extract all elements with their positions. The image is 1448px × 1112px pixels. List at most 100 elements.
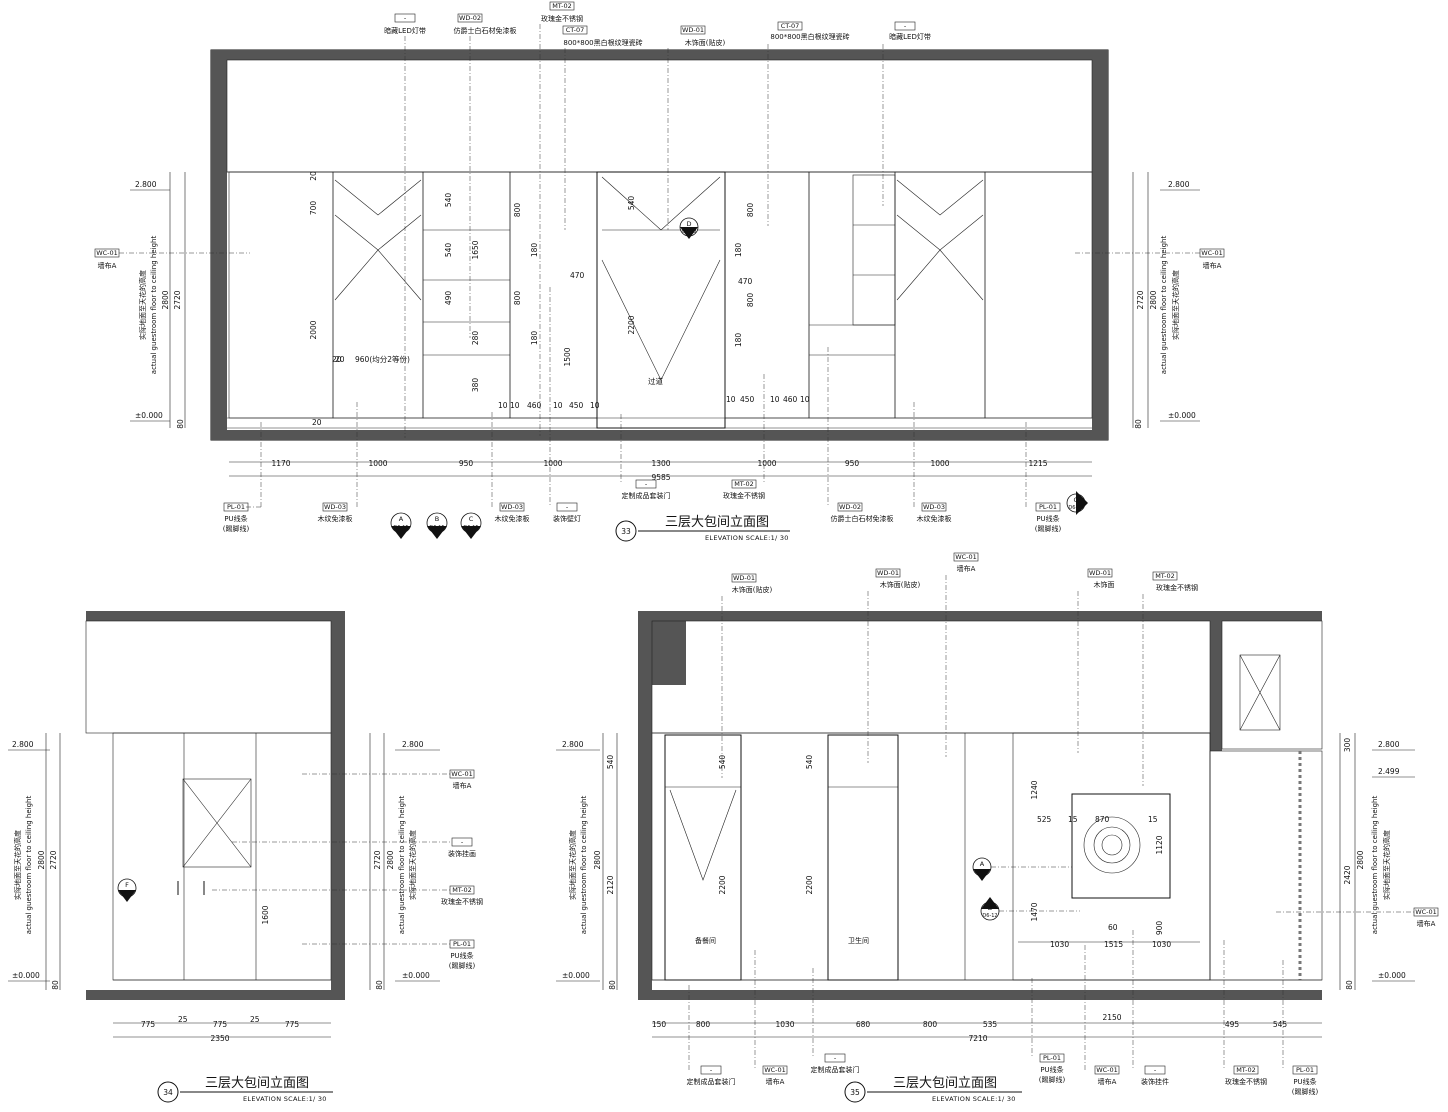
- section-ref: D6-12: [974, 869, 989, 875]
- inner-dim: 540: [444, 193, 453, 208]
- inner-dim: 1240: [1030, 780, 1039, 799]
- section-ref: D6-11: [119, 890, 134, 896]
- height-note-en: actual guestroom floor to ceiling height: [398, 796, 406, 935]
- section-letter: B: [988, 904, 992, 912]
- dim-right: 2800: [1149, 290, 1158, 309]
- callout-code: -: [566, 503, 569, 511]
- inner-dim: 870: [1095, 815, 1110, 824]
- inner-dim: 490: [444, 291, 453, 306]
- inner-dim: 1470: [1030, 902, 1039, 921]
- callout-code: MT-02: [1236, 1066, 1256, 1074]
- drawing-title: 三层大包间立面图: [893, 1076, 997, 1091]
- drawing-number: 34: [163, 1088, 173, 1097]
- inner-dim: 20: [332, 355, 342, 364]
- callout-code: WD-03: [324, 503, 346, 511]
- callout-text: (踢脚线): [1292, 1087, 1319, 1096]
- dim-bottom: 545: [1273, 1020, 1288, 1029]
- height-note-cn: 实际地面至天花的高度: [13, 830, 22, 900]
- e35-bottom-dims: 150 800 1030 680 800 535 2150 495 545 72…: [652, 1013, 1322, 1043]
- callout-text: 墙布A: [957, 564, 976, 573]
- e33-shelf-unit-right: [808, 171, 896, 419]
- inner-dim: 10: [553, 401, 563, 410]
- callout-code: WC-01: [1096, 1066, 1118, 1074]
- e35-ceiling-window: [1221, 620, 1323, 750]
- inner-dim: 15: [1148, 815, 1158, 824]
- callout-code: WD-03: [501, 503, 523, 511]
- callout-code: WC-01: [955, 553, 977, 561]
- elevation-35: 2.800 ±0.000 2.800 2.499 ±0.000 540 2120…: [556, 552, 1439, 1103]
- inner-dim: 1515: [1104, 940, 1123, 949]
- inner-dim: 60: [1108, 923, 1118, 932]
- dim-bottom: 1215: [1028, 459, 1047, 468]
- callout-text: 墙布A: [1203, 261, 1222, 270]
- callout-text: (踢脚线): [1035, 524, 1062, 533]
- inner-dim: 800: [746, 293, 755, 308]
- callout-code: CT-07: [566, 26, 585, 34]
- drawing-subtitle: ELEVATION SCALE:1/ 30: [243, 1095, 327, 1103]
- dim-bottom: 1000: [543, 459, 562, 468]
- callout-code: -: [904, 22, 907, 30]
- e35-wall-panel: [651, 732, 1211, 981]
- dim-left: 540: [606, 755, 615, 770]
- callout-code: WD-01: [1089, 569, 1111, 577]
- callout-code: -: [710, 1066, 713, 1074]
- dim-bottom: 1170: [271, 459, 290, 468]
- height-note-cn: 实际地面至天花的高度: [568, 830, 577, 900]
- inner-dim: 10: [800, 395, 810, 404]
- callout-code: -: [834, 1054, 837, 1062]
- dim-bottom: 1000: [757, 459, 776, 468]
- inner-dim: 1600: [261, 905, 270, 924]
- e33-slab-bottom: [211, 430, 1108, 440]
- callout-code: WD-03: [923, 503, 945, 511]
- level-floor-left: ±0.000: [562, 971, 590, 980]
- drawing-title: 三层大包间立面图: [665, 515, 769, 530]
- e35-wall-left: [638, 611, 652, 1000]
- drawing-number: 33: [621, 527, 631, 536]
- dim-left: 2120: [606, 875, 615, 894]
- e35-side-callout: WC-01 墙布A: [1276, 907, 1439, 928]
- callout-text: 定制成品套装门: [622, 491, 671, 500]
- callout-text: 暗藏LED灯带: [889, 32, 931, 41]
- level-floor-right: ±0.000: [1168, 411, 1196, 420]
- e33-side-callouts: WC-01 墙布A WC-01 墙布A: [94, 248, 1225, 270]
- inner-dim: 1120: [1155, 835, 1164, 854]
- room-label-restroom: 卫生间: [848, 936, 869, 945]
- callout-code: WD-01: [733, 574, 755, 582]
- dim-bottom: 535: [983, 1020, 998, 1029]
- callout-text: 800*800黑白根纹理瓷砖: [563, 38, 642, 47]
- height-note-en: actual guestroom floor to ceiling height: [1371, 796, 1379, 935]
- e33-section-markers: D D6-13 A D6-15 B D6-15 C D6-15: [390, 217, 1088, 539]
- e33-panel-wood-1: [332, 171, 424, 419]
- dim-bottom: 1300: [651, 459, 670, 468]
- section-letter: A: [399, 515, 404, 523]
- inner-dim: 10: [726, 395, 736, 404]
- callout-text: PU线条: [1040, 1065, 1063, 1074]
- drawing-number: 35: [850, 1088, 860, 1097]
- callout-code: MT-02: [452, 886, 472, 894]
- dim-left: 80: [51, 980, 60, 990]
- e35-section-markers: A D6-12 B D6-12: [972, 857, 1080, 921]
- level-top-left: 2.800: [135, 180, 157, 189]
- callout-text: 玫瑰金不锈钢: [1156, 583, 1198, 592]
- callout-code: PL-01: [1039, 503, 1057, 511]
- e34-slab-top: [86, 611, 345, 621]
- dim-right: 80: [375, 980, 384, 990]
- callout-text: 仿爵士白石材免漆板: [454, 26, 517, 35]
- dim-bottom: 775: [141, 1020, 156, 1029]
- dim-bottom: 1000: [368, 459, 387, 468]
- callout-code: CT-07: [781, 22, 800, 30]
- e35-slab-top: [638, 611, 1322, 621]
- inner-dim: 460: [527, 401, 542, 410]
- e35-column: [1210, 611, 1222, 751]
- dim-left: 2720: [173, 290, 182, 309]
- callout-code: WC-01: [1415, 908, 1437, 916]
- level-top-left: 2.800: [562, 740, 584, 749]
- inner-dim: 470: [738, 277, 753, 286]
- level-mid-right: 2.499: [1378, 767, 1400, 776]
- callout-text: 木饰面: [1094, 580, 1115, 589]
- level-top-right: 2.800: [402, 740, 424, 749]
- callout-text: 装饰挂件: [1141, 1077, 1169, 1086]
- callout-code: MT-02: [552, 2, 572, 10]
- e33-inner-dims: 20 700 2000 20 960(均分2等份) 540 540 490 16…: [309, 171, 810, 427]
- inner-dim: 180: [734, 333, 743, 348]
